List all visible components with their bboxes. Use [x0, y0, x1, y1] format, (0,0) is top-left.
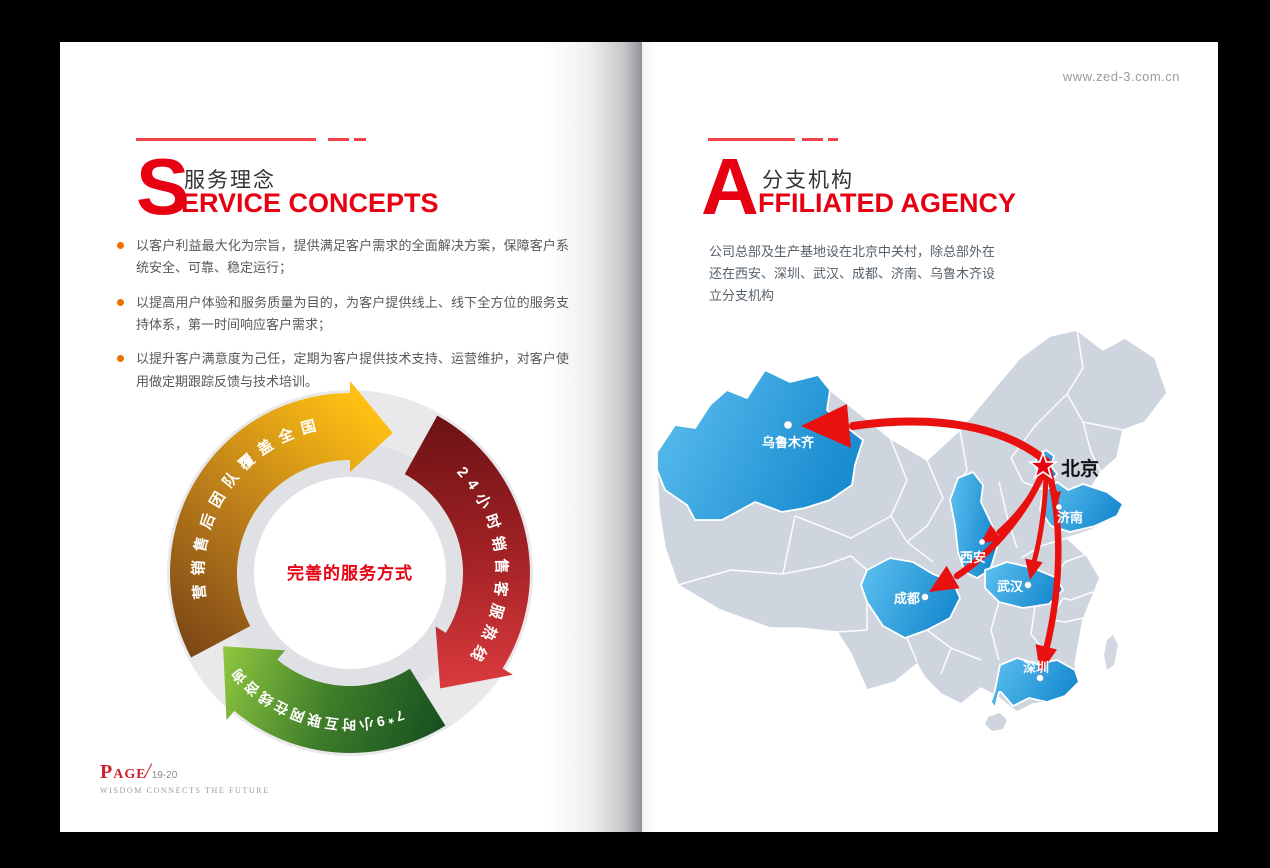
dot-shenzhen [1036, 674, 1044, 682]
city-dots [783, 420, 1063, 682]
agency-paragraph: 公司总部及生产基地设在北京中关村，除总部外在还在西安、深圳、武汉、成都、济南、乌… [709, 244, 996, 303]
province-shandong [1039, 481, 1124, 533]
right-header-initial: A [701, 142, 759, 231]
route-arrows [801, 404, 1062, 674]
label-shenzhen: 深圳 [1023, 660, 1049, 675]
dot-xian [978, 538, 986, 546]
beijing-star-icon [1027, 450, 1059, 480]
bullet-item: 以提高用户体验和服务质量为目的，为客户提供线上、线下全方位的服务支持体系，第一时… [117, 292, 569, 337]
service-bullet-list: 以客户利益最大化为宗旨，提供满足客户需求的全面解决方案，保障客户系统安全、可靠、… [117, 235, 569, 405]
footer-tagline: WISDOM CONNECTS THE FUTURE [100, 786, 270, 795]
label-chengdu: 成都 [894, 591, 920, 606]
arrow-to-urumqi [801, 404, 1051, 466]
arc-arrow-hotline [404, 415, 530, 689]
page-fold-shadow [545, 42, 642, 832]
footer-page-word: Page [100, 761, 147, 783]
arrow-to-shenzhen [1035, 464, 1062, 674]
arrow-to-wuhan [1025, 466, 1049, 580]
label-urumqi: 乌鲁木齐 [762, 435, 815, 450]
footer-page-number: 19-20 [151, 770, 178, 781]
page-footer: Page/19-20 WISDOM CONNECTS THE FUTURE [100, 758, 270, 795]
right-title-zh: 分支机构 [762, 169, 854, 192]
label-beijing: 北京 [1061, 457, 1099, 480]
label-jinan: 济南 [1057, 510, 1083, 525]
diagram-center-disc [254, 477, 446, 669]
website-url[interactable]: www.zed-3.com.cn [1062, 69, 1180, 84]
bullet-dot-icon [117, 298, 124, 306]
city-labels: 乌鲁木齐 济南 西安 成都 武汉 深圳 [762, 435, 1083, 675]
label-wuhan: 武汉 [997, 579, 1024, 594]
footer-slash: / [144, 758, 151, 783]
province-xinjiang [656, 369, 864, 521]
brochure-spread: S 服务理念 ERVICE CONCEPTS 以客户利益最大化为宗旨，提供满足客… [60, 42, 1218, 832]
dot-urumqi [783, 420, 793, 430]
province-borders [677, 330, 1124, 675]
dot-chengdu [921, 593, 929, 601]
right-title-en: FFILIATED AGENCY [758, 188, 1016, 218]
left-title-en: ERVICE CONCEPTS [181, 188, 439, 218]
island-taiwan [1104, 635, 1118, 670]
diagram-center-label: 完善的服务方式 [287, 563, 413, 583]
bullet-text: 以提高用户体验和服务质量为目的，为客户提供线上、线下全方位的服务支持体系，第一时… [136, 294, 569, 333]
left-title-zh: 服务理念 [184, 169, 276, 192]
bullet-dot-icon [117, 355, 124, 363]
service-cycle-diagram: 营销售后团队覆盖全国 24小时销售客服热线 7*9小时互联网在线咨询 完善的服务… [167, 381, 533, 756]
island-hainan [985, 713, 1007, 731]
bullet-item: 以提升客户满意度为己任，定期为客户提供技术支持、运营维护，对客户使用做定期跟踪反… [117, 348, 569, 393]
bullet-dot-icon [117, 242, 124, 249]
page-fold-highlight [642, 42, 654, 832]
china-branch-map: 乌鲁木齐 济南 西安 成都 武汉 深圳 北京 [656, 330, 1168, 731]
dot-jinan [1055, 503, 1063, 511]
bullet-text: 以提升客户满意度为己任，定期为客户提供技术支持、运营维护，对客户使用做定期跟踪反… [136, 351, 569, 389]
header-decoration-left [136, 138, 366, 141]
bullet-item: 以客户利益最大化为宗旨，提供满足客户需求的全面解决方案，保障客户系统安全、可靠、… [117, 235, 569, 280]
bullet-text: 以客户利益最大化为宗旨，提供满足客户需求的全面解决方案，保障客户系统安全、可靠、… [136, 238, 569, 276]
province-sichuan [860, 557, 961, 639]
dot-wuhan [1024, 581, 1032, 589]
left-header-initial: S [136, 142, 190, 231]
header-decoration-right [708, 138, 838, 141]
arc-arrow-online [223, 646, 446, 753]
arc-arrow-marketing [170, 381, 393, 658]
arrow-to-chengdu [929, 466, 1048, 592]
label-xian: 西安 [960, 550, 986, 565]
